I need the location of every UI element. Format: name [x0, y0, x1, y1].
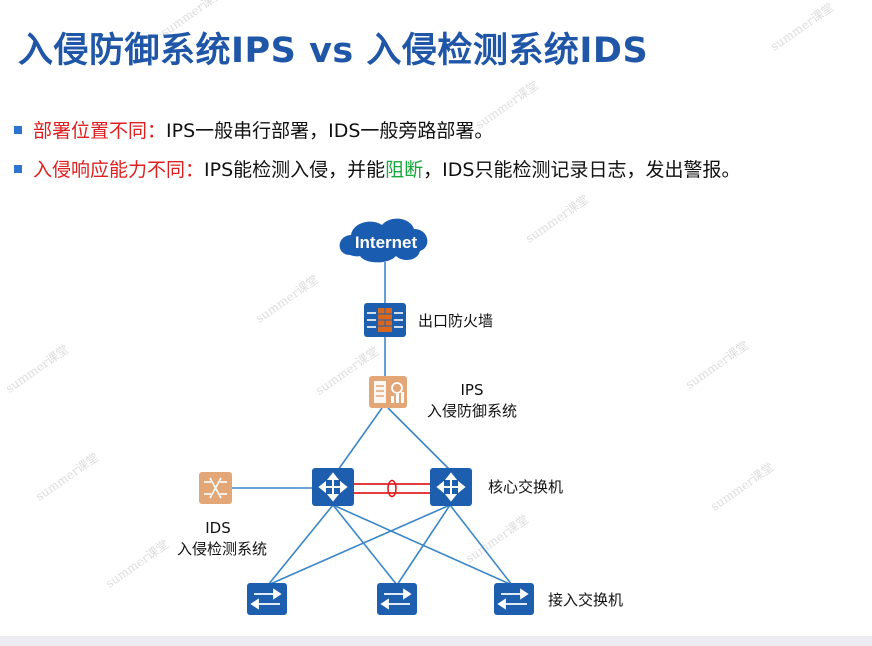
core-switch-label: 核心交换机	[488, 478, 563, 496]
stack-link	[354, 479, 430, 498]
internet-cloud-icon: Internet	[339, 218, 428, 263]
link-ips-core-left	[337, 407, 383, 471]
link-core-right-access-1	[267, 504, 451, 586]
core-switch-left-icon	[312, 468, 354, 506]
bullet-square-icon	[14, 126, 22, 134]
access-switch-2-icon	[377, 583, 417, 615]
bullet-text-response-after: ，IDS只能检测记录日志，发出警报。	[423, 159, 741, 181]
bullet-list: 部署位置不同：IPS一般串行部署，IDS一般旁路部署。 入侵响应能力不同：IPS…	[14, 118, 740, 196]
link-core-right-access-2	[396, 504, 451, 586]
link-core-left-access-2	[332, 504, 398, 586]
ids-device-icon	[199, 472, 232, 504]
bullet-square-icon	[14, 165, 22, 173]
ips-label-line1: IPS	[461, 381, 484, 399]
bullet-text-response-before: IPS能检测入侵，并能	[204, 159, 386, 181]
access-switch-label: 接入交换机	[548, 591, 623, 609]
bullet-deployment: 部署位置不同：IPS一般串行部署，IDS一般旁路部署。	[14, 118, 740, 144]
bullet-label-response: 入侵响应能力不同：	[33, 159, 205, 181]
link-core-left-access-1	[267, 504, 334, 586]
network-links	[232, 262, 513, 586]
bullet-response: 入侵响应能力不同：IPS能检测入侵，并能阻断，IDS只能检测记录日志，发出警报。	[14, 157, 740, 183]
bullet-text-deployment: IPS一般串行部署，IDS一般旁路部署。	[166, 120, 494, 142]
access-switch-1-icon	[247, 583, 287, 615]
internet-label: Internet	[355, 233, 418, 252]
bullet-label-deployment: 部署位置不同：	[33, 120, 167, 142]
bullet-highlight-block: 阻断	[385, 159, 424, 181]
link-core-left-access-3	[332, 504, 513, 586]
ips-label-line2: 入侵防御系统	[427, 402, 517, 420]
firewall-icon	[364, 303, 406, 337]
ids-label-line2: 入侵检测系统	[177, 540, 267, 558]
footer-bar	[0, 636, 872, 646]
link-core-right-access-3	[449, 504, 513, 586]
core-switch-right-icon	[430, 468, 472, 506]
access-switch-3-icon	[494, 583, 534, 615]
link-ips-core-right	[387, 407, 451, 471]
page-title: 入侵防御系统IPS vs 入侵检测系统IDS	[18, 31, 649, 71]
ips-device-icon	[369, 376, 407, 408]
firewall-label: 出口防火墙	[418, 312, 493, 330]
ids-label-line1: IDS	[205, 519, 231, 537]
